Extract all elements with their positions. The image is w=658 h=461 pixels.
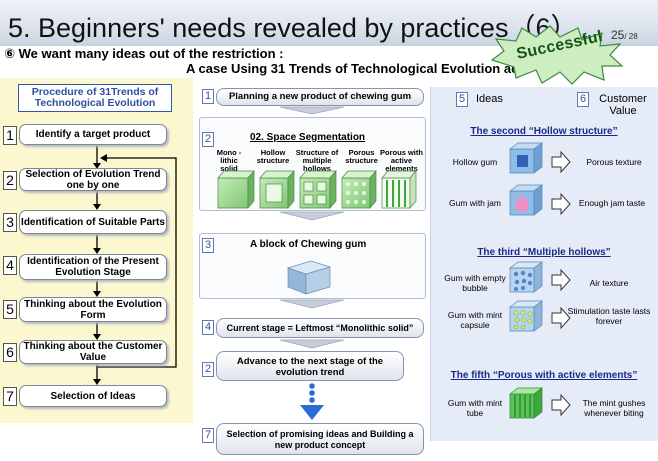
step-number: 1 [3,126,17,145]
subtitle-line-1: ⑥ We want many ideas out of the restrict… [4,46,284,61]
subtitle-line-2: A case Using 31 Trends of Technological … [186,61,519,76]
successful-burst-shape [490,25,624,85]
ideas-heading: Ideas [476,93,503,105]
step-selection-of-ideas: Selection of Ideas [19,385,167,407]
step-number: 5 [3,300,17,319]
idea-label: Hollow gum [452,157,498,167]
cube-monolithic [217,170,255,209]
section-title-porous-active: The fifth “Porous with active elements” [450,370,638,381]
segmentation-stage-cubes [217,170,417,209]
section-title-multiple-hollows: The third “Multiple hollows” [477,247,611,258]
current-stage-bar: Current stage = Leftmost “Monolithic sol… [216,318,424,338]
page-number: 25/ 28 [611,28,638,42]
promising-ideas-bar: Selection of promising ideas and Buildin… [216,423,424,455]
step-identify-suitable-parts: Identification of Suitable Parts [19,210,167,234]
example-step-number: 2 [202,132,214,147]
step-evolution-form: Thinking about the Evolution Form [19,297,167,322]
chewing-gum-block-cube [286,260,332,295]
space-segmentation-title: 02. Space Segmentation [250,132,366,143]
example-step-number: 2 [202,362,214,377]
example-step-number: 4 [202,320,214,335]
cube-multiple-hollows [299,170,337,209]
step-number: 6 [3,343,17,362]
step-number: 3 [3,213,17,232]
slide-title: 5. Beginners' needs revealed by practice… [8,13,578,43]
example-step-number: 1 [202,89,214,104]
stage-label-monolithic: Mono -lithic solid [216,148,242,173]
customer-value-heading: Customer Value [599,93,647,117]
value-label: Air texture [589,278,629,288]
step-select-evolution-trend: Selection of Evolution Trend one by one [19,168,167,191]
idea-label: Gum with mint tube [447,398,503,418]
idea-label: Gum with mint capsule [447,310,503,330]
stage-label-multiple-hollows: Structure of multiple hollows [295,148,339,173]
example-step-number: 7 [202,428,214,443]
page-total: / 28 [624,32,638,41]
step-number: 2 [3,171,17,190]
value-label: Porous texture [586,157,642,167]
stage-label-porous: Porous structure [345,148,378,165]
step-identify-target-product: Identify a target product [19,124,167,145]
idea-label: Gum with jam [449,198,501,208]
value-label: Stimulation taste lasts forever [567,306,651,326]
value-label: The mint gushes whenever biting [582,398,646,418]
procedure-title: Procedure of 31Trends of Technological E… [18,84,172,112]
customer-value-number: 6 [577,92,589,107]
page-current: 25 [611,28,625,42]
step-number: 7 [3,387,17,406]
step-identify-evolution-stage: Identification of the Present Evolution … [19,254,167,280]
example-step-number: 3 [202,238,214,253]
value-label: Enough jam taste [578,198,646,208]
cube-porous-active [381,170,417,209]
step-number: 4 [3,256,17,275]
stage-label-porous-active: Porous with active elements [380,148,423,173]
step-customer-value: Thinking about the Customer Value [19,340,167,364]
stage-label-hollow: Hollow structure [256,148,290,165]
idea-label: Gum with empty bubble [444,273,506,293]
ideas-number: 5 [456,92,468,107]
section-title-hollow: The second “Hollow structure” [470,126,618,137]
cube-porous [341,170,377,209]
chewing-gum-block-title: A block of Chewing gum [250,239,367,250]
advance-next-stage-bar: Advance to the next stage of the evoluti… [216,351,404,381]
ideas-panel [430,87,658,441]
example-planning-bar: Planning a new product of chewing gum [216,88,424,106]
cube-hollow [259,170,295,209]
